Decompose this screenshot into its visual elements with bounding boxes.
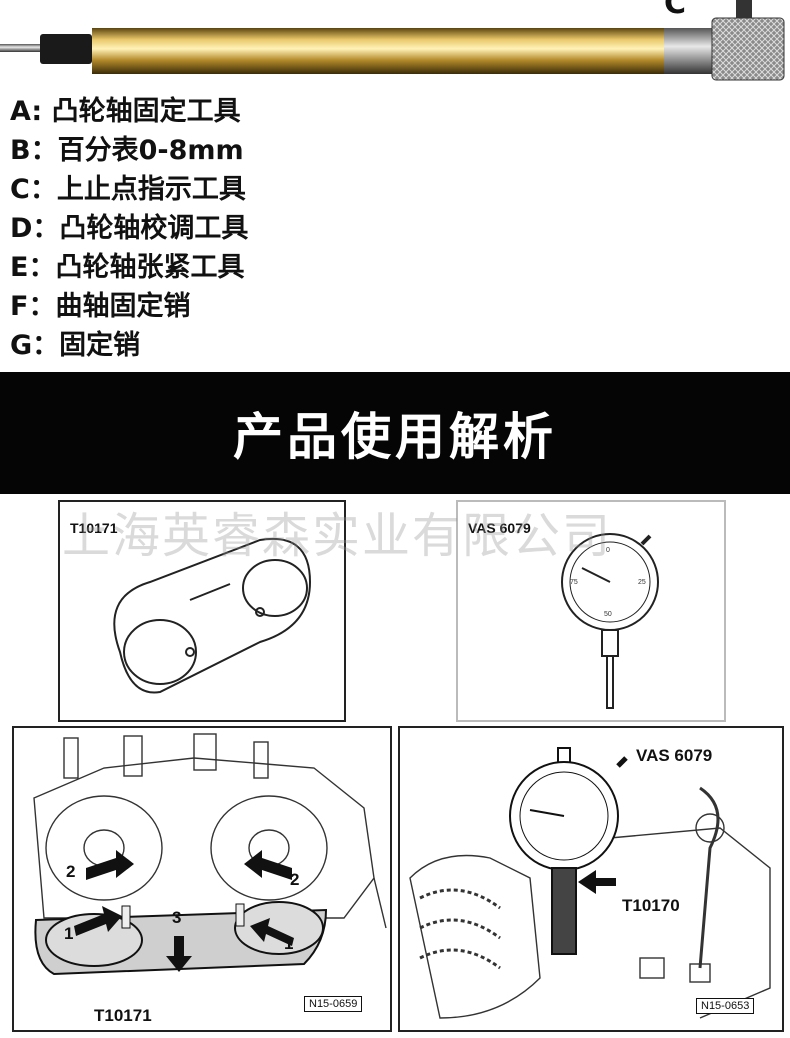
part-item: C：上止点指示工具 — [10, 174, 246, 205]
engine-right-gauge-label: VAS 6079 — [636, 746, 713, 765]
parts-list: A: 凸轮轴固定工具 B：百分表0-8mm C：上止点指示工具 D：凸轮轴校调工… — [10, 92, 430, 365]
part-item: F：曲轴固定销 — [10, 291, 191, 322]
banner-title: 产品使用解析 — [233, 408, 557, 466]
diagram-engine-right-panel: VAS 6079 T10170 N15-0653 — [398, 726, 784, 1032]
engine-left-tool-label: T10171 — [94, 1006, 152, 1025]
part-item: E：凸轮轴张紧工具 — [10, 252, 245, 283]
plate-drawing — [113, 537, 312, 694]
dial-gauge-drawing: 0 25 75 50 — [561, 533, 659, 709]
gauge-tool-label: VAS 6079 — [468, 520, 531, 536]
tool-photo: C — [0, 0, 790, 88]
plate-tool-label: T10171 — [70, 520, 118, 536]
callout-1-right: 1 — [284, 934, 294, 953]
part-item: B：百分表0-8mm — [10, 135, 244, 166]
engine-right-tool-label: T10170 — [622, 896, 680, 915]
svg-text:75: 75 — [570, 579, 578, 586]
engine-gauge-drawing — [409, 747, 771, 1019]
callout-2-left: 2 — [66, 862, 76, 881]
svg-text:50: 50 — [604, 611, 612, 618]
part-item: D：凸轮轴校调工具 — [10, 213, 249, 244]
callout-1-left: 1 — [64, 924, 74, 943]
engine-left-ref-code: N15-0659 — [304, 996, 363, 1012]
tool-illustration — [0, 0, 785, 81]
tool-letter-label: C — [664, 0, 687, 21]
svg-text:25: 25 — [638, 579, 646, 586]
part-item: G：固定销 — [10, 330, 141, 361]
diagram-plate-panel: T10171 — [58, 500, 346, 722]
engine-right-ref-code: N15-0653 — [696, 998, 755, 1014]
callout-2-right: 2 — [290, 870, 300, 889]
section-banner: 产品使用解析 — [0, 372, 790, 494]
part-item: A: 凸轮轴固定工具 — [10, 96, 241, 127]
callout-3: 3 — [172, 908, 182, 927]
diagram-gauge-panel: 0 25 75 50 VAS 6079 — [456, 500, 726, 722]
diagram-engine-left-panel: 2 2 1 1 3 T10171 N15-0659 — [12, 726, 392, 1032]
svg-text:0: 0 — [606, 547, 610, 554]
engine-plate-drawing — [33, 733, 387, 976]
